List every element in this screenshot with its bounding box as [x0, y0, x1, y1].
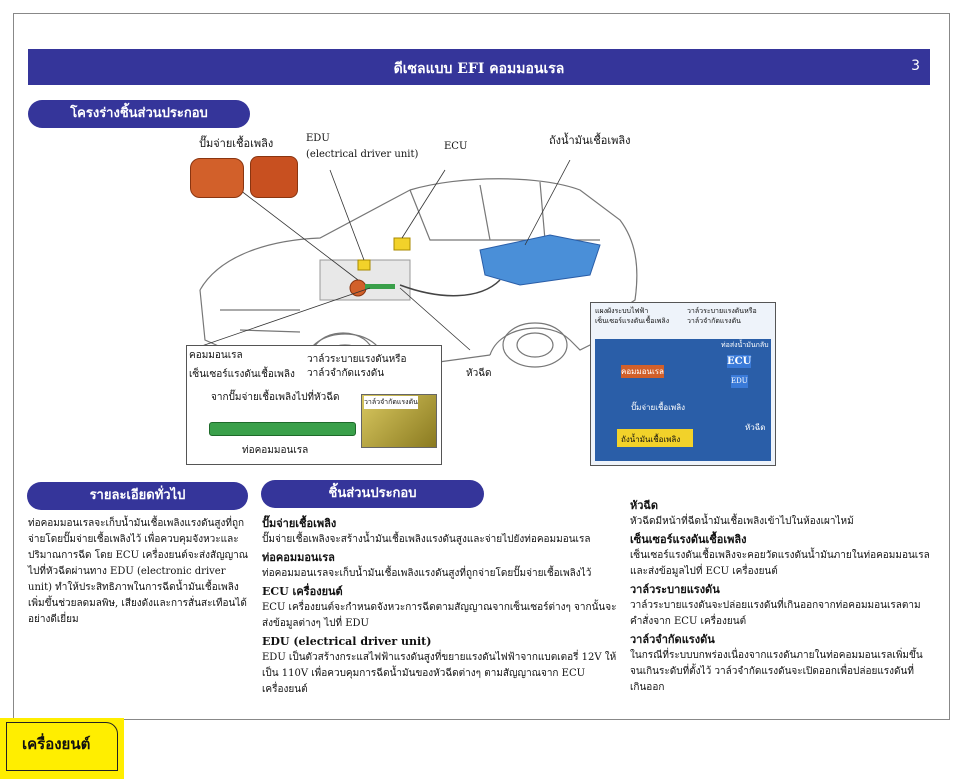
- comp-rail-text: ท่อคอมมอนเรลจะเก็บน้ำมันเชื้อเพลิงแรงดัน…: [262, 568, 592, 579]
- schematic-label-tank: ถังน้ำมันเชื้อเพลิง: [621, 435, 681, 444]
- comp-injector-text: หัวฉีดมีหน้าที่ฉีดน้ำมันเชื้อเพลิงเข้าไป…: [630, 516, 854, 527]
- comp-ecu-title: ECU เครื่องยนต์: [262, 585, 343, 598]
- label-relief-valve-2: วาล์วจำกัดแรงดัน: [307, 368, 385, 379]
- section-general-heading: รายละเอียดทั่วไป: [27, 482, 248, 510]
- components-right-column: หัวฉีด หัวฉีดมีหน้าที่ฉีดน้ำมันเชื้อเพลิ…: [630, 498, 930, 698]
- comp-limiter-text: ในกรณีที่ระบบบกพร่องเนื่องจากแรงดันภายใน…: [630, 650, 923, 693]
- header-bar: ดีเซลแบบ EFI คอมมอนเรล 3: [28, 49, 930, 85]
- label-commonrail: คอมมอนเรล: [189, 350, 243, 361]
- comp-injector-title: หัวฉีด: [630, 499, 659, 512]
- schematic-tank: [617, 429, 693, 447]
- section-components-heading: ชิ้นส่วนประกอบ: [261, 480, 484, 508]
- label-edu: EDU: [306, 133, 330, 144]
- pump-illustration: [190, 158, 244, 198]
- comp-sensor-title: เซ็นเซอร์แรงดันเชื้อเพลิง: [630, 533, 747, 546]
- section-structure-heading: โครงร่างชิ้นส่วนประกอบ: [28, 100, 250, 128]
- page-frame: [13, 13, 950, 720]
- label-injector: หัวฉีด: [466, 368, 492, 379]
- comp-pump-text: ปั๊มจ่ายเชื้อเพลิงจะสร้างน้ำมันเชื้อเพลิ…: [262, 534, 591, 545]
- comp-edu-title: EDU (electrical driver unit): [262, 635, 432, 648]
- schematic-label-rail: คอมมอนเรล: [621, 365, 664, 378]
- label-limiter-small: วาล์วจำกัดแรงดัน: [364, 396, 418, 409]
- schematic-label-line: แผงผังระบบไฟฟ้า: [595, 307, 649, 315]
- schematic-label-relief2: วาล์วจำกัดแรงดัน: [687, 317, 741, 325]
- label-from-pump: จากปั๊มจ่ายเชื้อเพลิงไปที่หัวฉีด: [211, 392, 340, 403]
- label-pump: ปั๊มจ่ายเชื้อเพลิง: [199, 137, 274, 150]
- footer-section-tab: [0, 718, 124, 779]
- pump-illustration-2: [250, 156, 298, 198]
- components-left-column: ปั๊มจ่ายเชื้อเพลิง ปั๊มจ่ายเชื้อเพลิงจะส…: [262, 516, 618, 700]
- schematic-label-return: ท่อส่งน้ำมันกลับ: [721, 341, 769, 349]
- comp-limiter-title: วาล์วจำกัดแรงดัน: [630, 633, 715, 646]
- label-commonrail-pipe: ท่อคอมมอนเรล: [242, 445, 309, 456]
- footer-tab-border: [6, 722, 118, 771]
- label-pressure-sensor: เซ็นเซอร์แรงดันเชื้อเพลิง: [189, 369, 295, 380]
- car-diagram: [189, 160, 638, 387]
- comp-relief-text: วาล์วระบายแรงดันจะปล่อยแรงดันที่เกินออกจ…: [630, 600, 921, 627]
- schematic-label-injector: หัวฉีด: [745, 423, 766, 432]
- comp-pump-title: ปั๊มจ่ายเชื้อเพลิง: [262, 517, 337, 530]
- system-schematic: แผงผังระบบไฟฟ้า เซ็นเซอร์แรงดันเชื้อเพลิ…: [590, 302, 776, 466]
- schematic-label-edu: EDU: [731, 375, 748, 388]
- schematic-label-relief: วาล์วระบายแรงดันหรือ: [687, 307, 757, 315]
- label-ecu: ECU: [444, 141, 468, 152]
- limiter-valve-photo: วาล์วจำกัดแรงดัน: [361, 394, 437, 448]
- comp-edu-text: EDU เป็นตัวสร้างกระแสไฟฟ้าแรงดันสูงที่ขย…: [262, 652, 617, 695]
- schematic-label-ecu: ECU: [727, 355, 752, 368]
- label-edu-full: (electrical driver unit): [306, 149, 419, 160]
- comp-ecu-text: ECU เครื่องยนต์จะกำหนดจังหวะการฉีดตามสัญ…: [262, 602, 617, 629]
- general-description: ท่อคอมมอนเรลจะเก็บน้ำมันเชื้อเพลิงแรงดัน…: [28, 516, 250, 630]
- comp-sensor-text: เซ็นเซอร์แรงดันเชื้อเพลิงจะคอยวัดแรงดันน…: [630, 550, 930, 577]
- footer-tab-label: เครื่องยนต์: [22, 735, 91, 753]
- commonrail-pipe-graphic: [209, 422, 356, 436]
- label-tank: ถังน้ำมันเชื้อเพลิง: [549, 134, 631, 147]
- commonrail-inset: คอมมอนเรล เซ็นเซอร์แรงดันเชื้อเพลิง วาล์…: [186, 345, 442, 465]
- general-text: ท่อคอมมอนเรลจะเก็บน้ำมันเชื้อเพลิงแรงดัน…: [28, 518, 248, 625]
- label-relief-valve-1: วาล์วระบายแรงดันหรือ: [307, 354, 407, 365]
- page-number: 3: [911, 58, 920, 74]
- page-title: ดีเซลแบบ EFI คอมมอนเรล: [393, 61, 565, 77]
- schematic-label-sensor: เซ็นเซอร์แรงดันเชื้อเพลิง: [595, 317, 670, 325]
- comp-relief-title: วาล์วระบายแรงดัน: [630, 583, 720, 596]
- comp-rail-title: ท่อคอมมอนเรล: [262, 551, 335, 564]
- schematic-label-pump: ปั๊มจ่ายเชื้อเพลิง: [631, 403, 686, 412]
